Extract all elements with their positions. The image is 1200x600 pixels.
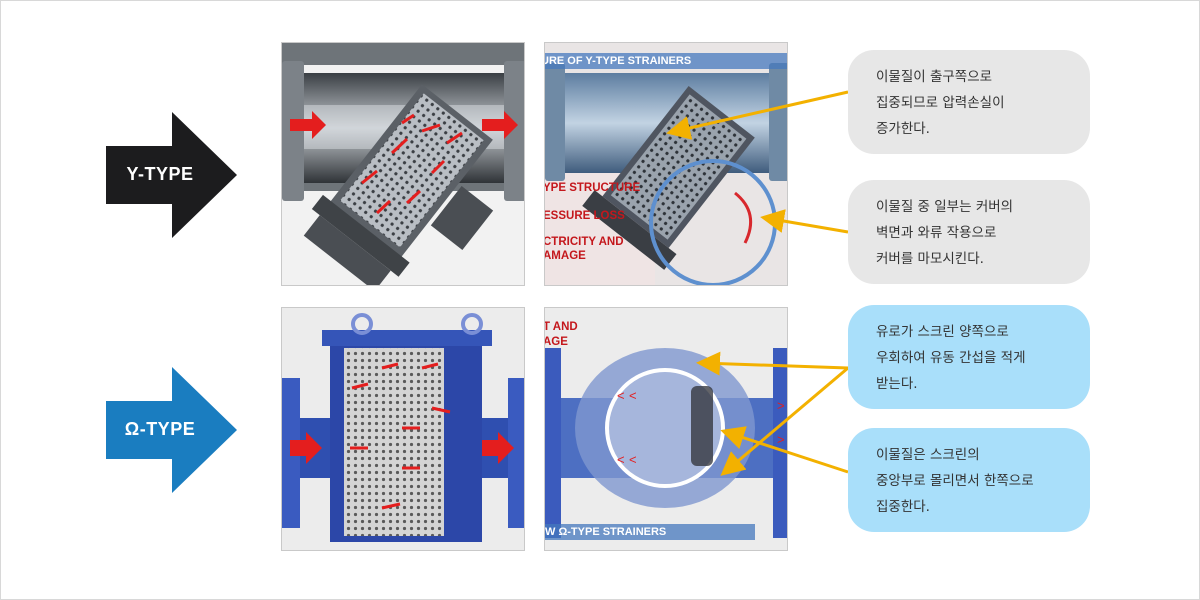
svg-text:<: <: [617, 388, 625, 403]
svg-text:>: >: [777, 432, 785, 447]
callout-bubble-1: 이물질이 출구쪽으로 집중되므로 압력손실이 증가한다.: [848, 50, 1090, 154]
callout-bubble-1-line-2: 집중되므로 압력손실이: [876, 95, 1005, 111]
callout-bubble-4-line-2: 중앙부로 몰리면서 한쪽으로: [876, 473, 1034, 489]
y-type-overlay-title: URE OF Y-TYPE STRAINERS: [545, 53, 787, 69]
svg-text:<: <: [617, 452, 625, 467]
callout-bubble-2: 이물질 중 일부는 커버의 벽면과 와류 작용으로 커버를 마모시킨다.: [848, 180, 1090, 284]
omega-type-cutaway-image: [281, 307, 525, 551]
y-type-arrow: Y-TYPE: [106, 112, 238, 238]
callout-bubble-4-line-3: 집중한다.: [876, 499, 930, 515]
y-type-cutaway-image: [281, 42, 525, 286]
omega-type-red-text-2: AGE: [544, 336, 568, 348]
y-type-label: Y-TYPE: [126, 164, 194, 184]
y-type-pressure-text: ESSURE LOSS: [544, 210, 625, 222]
y-type-damage-text: AMAGE: [544, 250, 586, 262]
svg-text:>: >: [777, 398, 785, 413]
omega-type-overlay-title: W Ω-TYPE STRAINERS: [545, 524, 755, 540]
svg-text:<: <: [629, 388, 637, 403]
callout-bubble-3-line-1: 유로가 스크린 양쪽으로: [876, 324, 1009, 340]
callout-bubble-2-line-2: 벽면과 와류 작용으로: [876, 225, 997, 241]
callout-bubble-2-line-1: 이물질 중 일부는 커버의: [876, 199, 1014, 215]
svg-text:<: <: [629, 452, 637, 467]
callout-bubble-4: 이물질은 스크린의 중앙부로 몰리면서 한쪽으로 집중한다.: [848, 428, 1090, 532]
omega-type-label: Ω-TYPE: [124, 419, 196, 439]
y-type-structure-image: URE OF Y-TYPE STRAINERS YPE STRUCTURE ES…: [544, 42, 788, 286]
omega-type-arrow: Ω-TYPE: [106, 367, 238, 493]
callout-bubble-3-line-2: 우회하여 유동 간섭을 적게: [876, 350, 1026, 366]
callout-bubble-2-line-3: 커버를 마모시킨다.: [876, 251, 984, 267]
callout-bubble-3-line-3: 받는다.: [876, 376, 918, 392]
callout-bubble-3: 유로가 스크린 양쪽으로 우회하여 유동 간섭을 적게 받는다.: [848, 305, 1090, 409]
omega-type-structure-image: < < < < > > T AND AGE W Ω-TYPE STRAINERS: [544, 307, 788, 551]
omega-type-red-text-1: T AND: [544, 321, 578, 333]
callout-bubble-1-line-1: 이물질이 출구쪽으로: [876, 69, 993, 85]
y-type-electricity-text: CTRICITY AND: [544, 236, 624, 248]
callout-bubble-4-line-1: 이물질은 스크린의: [876, 447, 980, 463]
y-type-structure-text: YPE STRUCTURE: [544, 182, 641, 194]
callout-bubble-1-line-3: 증가한다.: [876, 121, 930, 137]
